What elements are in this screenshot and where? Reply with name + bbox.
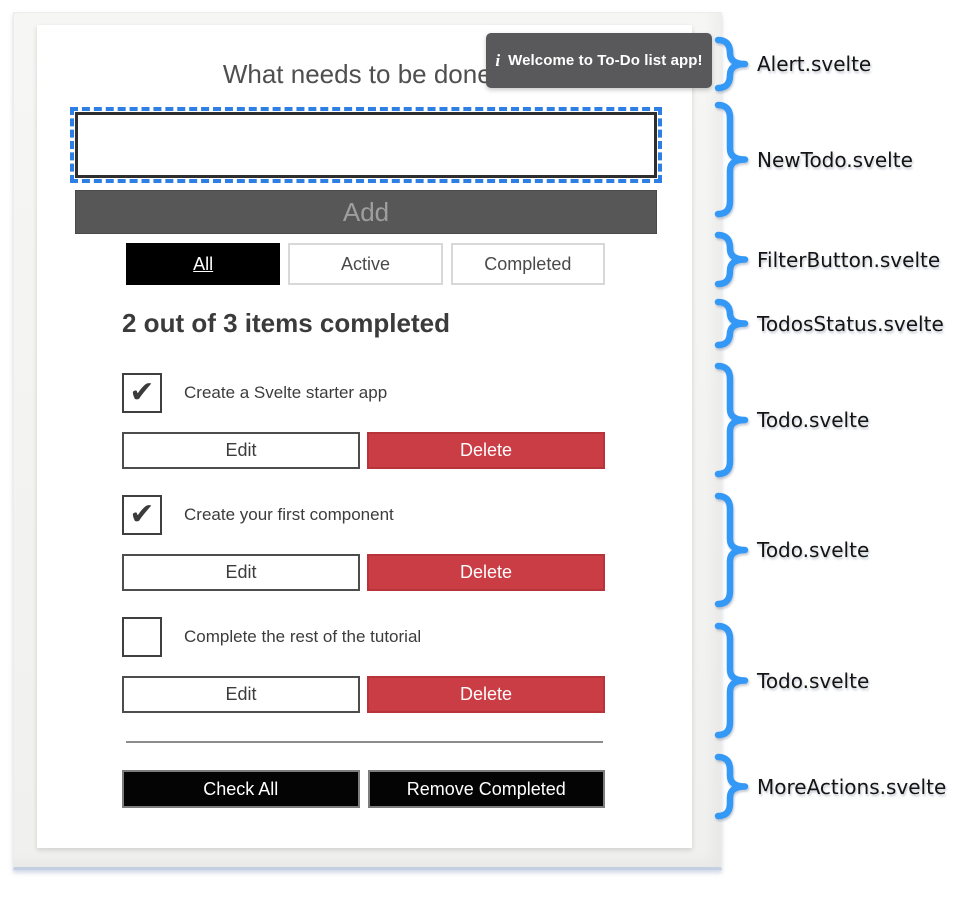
- todo-label: Create a Svelte starter app: [184, 383, 388, 402]
- brace-icon: [714, 753, 749, 820]
- annotation-label: Todo.svelte: [757, 408, 870, 432]
- annotation-filterbutton: FilterButton.svelte: [714, 231, 940, 288]
- app-outer-container: What needs to be done? Add All Active Co…: [13, 12, 722, 870]
- todo-item: Complete the rest of the tutorial Edit D…: [122, 617, 605, 713]
- edit-button[interactable]: Edit: [122, 676, 360, 713]
- brace-icon: [714, 492, 749, 608]
- add-button[interactable]: Add: [75, 190, 657, 234]
- todo-item: ✔ Create a Svelte starter app Edit Delet…: [122, 373, 605, 469]
- page-title: What needs to be done?: [222, 59, 507, 89]
- annotation-moreactions: MoreActions.svelte: [714, 753, 946, 820]
- brace-icon: [714, 231, 749, 288]
- todo-label: Complete the rest of the tutorial: [184, 627, 422, 646]
- filter-all-button[interactable]: All: [126, 243, 281, 285]
- todo-checkbox[interactable]: [122, 617, 162, 657]
- more-actions-bar: Check All Remove Completed: [122, 770, 605, 808]
- annotation-newtodo: NewTodo.svelte: [714, 101, 913, 218]
- todo-checkbox[interactable]: ✔: [122, 495, 162, 535]
- alert-message: Welcome to To-Do list app!: [508, 52, 703, 69]
- annotation-label: FilterButton.svelte: [757, 247, 941, 272]
- annotation-label: Todo.svelte: [757, 668, 870, 693]
- annotation-todo-3: Todo.svelte: [714, 622, 869, 739]
- annotation-label: Alert.svelte: [757, 52, 872, 76]
- annotation-todosstatus: TodosStatus.svelte: [714, 298, 944, 349]
- annotation-alert: Alert.svelte: [714, 36, 871, 92]
- todo-app-card: What needs to be done? Add All Active Co…: [37, 25, 692, 848]
- brace-icon: [714, 298, 749, 349]
- brace-icon: [714, 36, 749, 92]
- annotation-todo-1: Todo.svelte: [714, 362, 869, 478]
- todo-label: Create your first component: [184, 505, 394, 524]
- brace-icon: [714, 101, 749, 218]
- brace-icon: [714, 362, 749, 478]
- annotation-label: MoreActions.svelte: [757, 774, 947, 799]
- delete-button[interactable]: Delete: [367, 676, 605, 713]
- annotation-label: NewTodo.svelte: [757, 147, 913, 172]
- filter-completed-button[interactable]: Completed: [450, 243, 605, 285]
- delete-button[interactable]: Delete: [367, 554, 605, 591]
- alert-toast[interactable]: i Welcome to To-Do list app!: [486, 33, 712, 88]
- edit-button[interactable]: Edit: [122, 432, 360, 469]
- edit-button[interactable]: Edit: [122, 554, 360, 591]
- info-icon: i: [495, 50, 501, 70]
- filter-active-button[interactable]: Active: [288, 243, 443, 285]
- todo-checkbox[interactable]: ✔: [122, 373, 162, 413]
- check-all-button[interactable]: Check All: [122, 770, 360, 808]
- brace-icon: [714, 622, 749, 739]
- filter-button-group: All Active Completed: [126, 243, 605, 285]
- new-todo-input[interactable]: [70, 107, 662, 183]
- delete-button[interactable]: Delete: [367, 432, 605, 469]
- todos-status-heading: 2 out of 3 items completed: [122, 308, 450, 338]
- remove-completed-button[interactable]: Remove Completed: [367, 770, 605, 808]
- todo-item: ✔ Create your first component Edit Delet…: [122, 495, 605, 591]
- annotation-todo-2: Todo.svelte: [714, 492, 869, 608]
- annotation-label: TodosStatus.svelte: [757, 311, 944, 336]
- divider: [126, 741, 603, 743]
- annotation-label: Todo.svelte: [757, 538, 870, 562]
